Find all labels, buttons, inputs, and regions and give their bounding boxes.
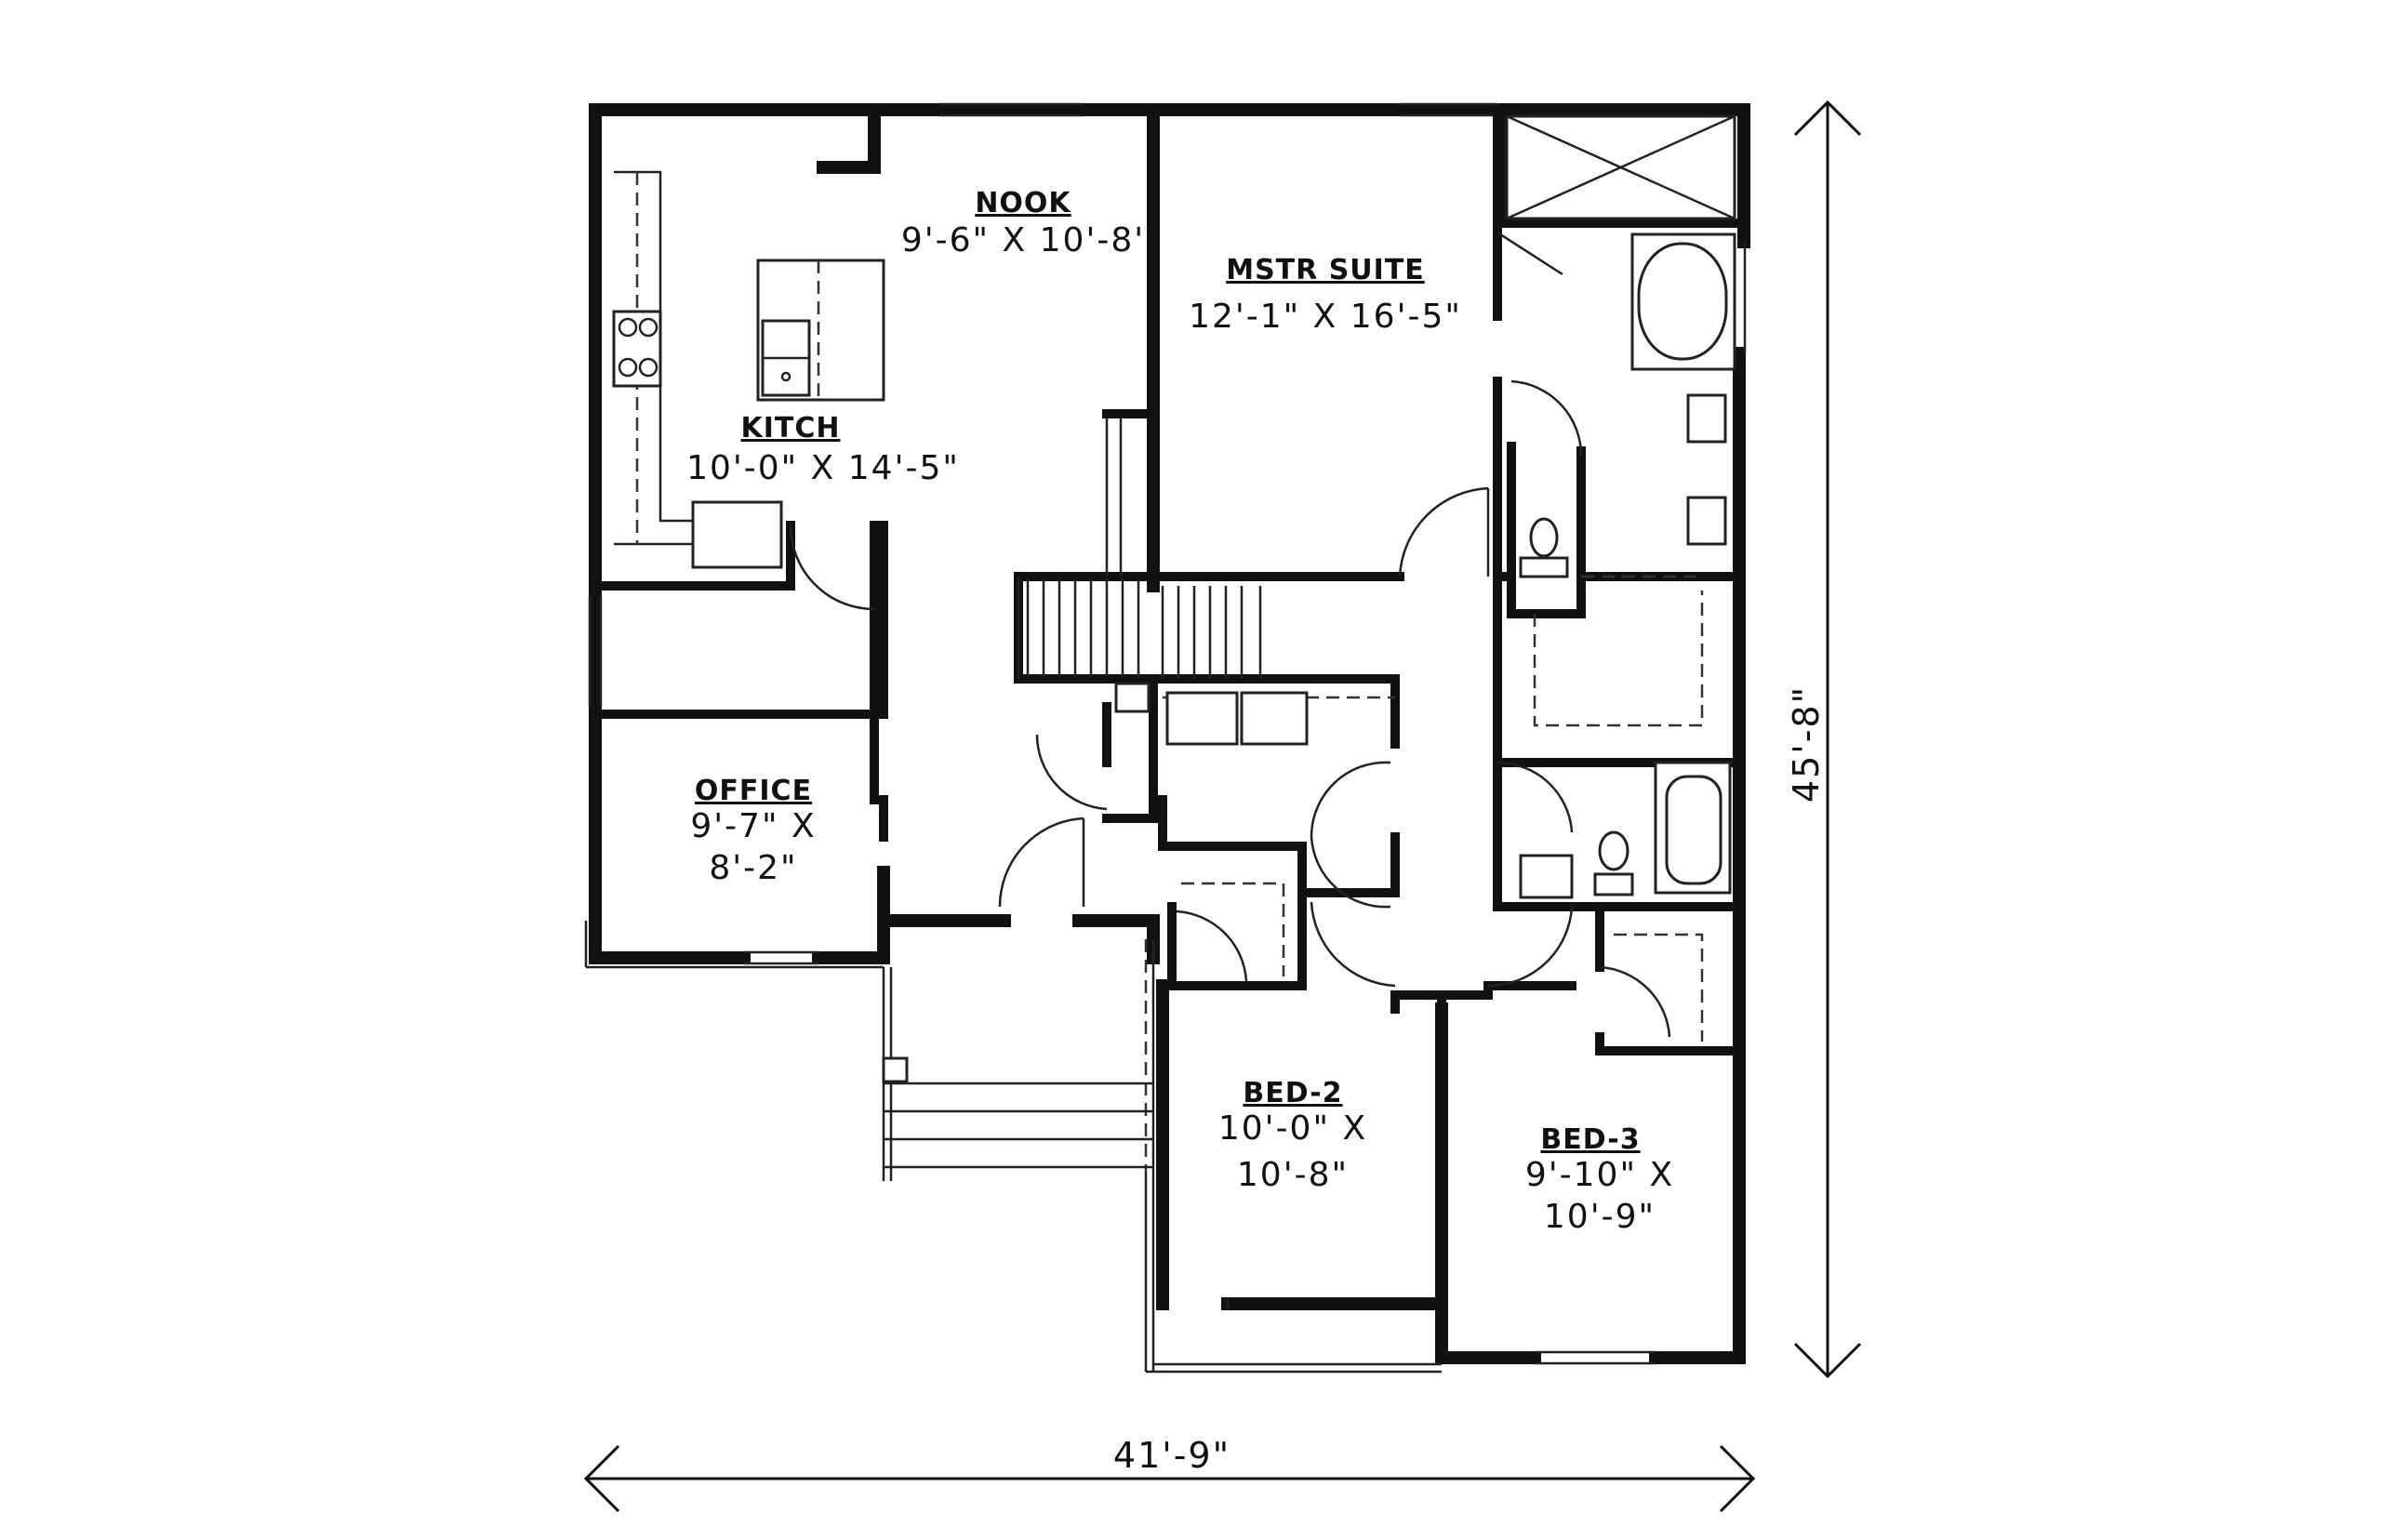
kitchen-size: 10'-0" X 14'-5" [686, 449, 960, 487]
bed-3-size-line2: 10'-9" [1544, 1198, 1656, 1236]
bed-3-label: BED-3 [1540, 1123, 1640, 1156]
office-label: OFFICE [695, 775, 812, 807]
nook-size: 9'-6" X 10'-8' [901, 221, 1145, 259]
width-dimension-label: 41'-9" [1113, 1435, 1230, 1476]
bed-2-label: BED-2 [1243, 1077, 1342, 1109]
bed-3-size-line1: 9'-10" X [1525, 1156, 1674, 1194]
bed-2-size-line2: 10'-8" [1237, 1156, 1349, 1194]
closet-shelves [1114, 575, 1704, 1042]
depth-dimension-label: 45'-8" [1786, 685, 1827, 803]
interior-walls [591, 112, 1744, 1308]
bed-2-size-line1: 10'-0" X [1218, 1109, 1367, 1148]
hall-toilet-icon [1598, 830, 1629, 871]
kitchen-label: KITCH [741, 412, 841, 445]
toilet-tank [1519, 556, 1569, 578]
room-labels: NOOK 9'-6" X 10'-8' MSTR SUITE 12'-1" X … [686, 187, 1674, 1236]
sink-icon-2 [1686, 496, 1727, 546]
exterior-walls [589, 103, 1750, 1364]
pantry-counter [691, 500, 783, 569]
office-size-line2: 8'-2" [709, 849, 797, 887]
stairs [1017, 418, 1262, 679]
bath-fixtures [1505, 114, 1736, 899]
sink-icon-1 [1686, 393, 1727, 444]
dryer [1240, 691, 1309, 746]
water-heater [1114, 682, 1151, 713]
hall-sink [1519, 854, 1574, 899]
porch-post [882, 1056, 909, 1083]
master-suite-size: 12'-1" X 16'-5" [1189, 298, 1462, 336]
washer [1165, 691, 1239, 746]
front-porch [584, 921, 1442, 1374]
depth-dimension: 45'-8" [1786, 100, 1862, 1379]
master-suite-label: MSTR SUITE [1226, 254, 1425, 286]
width-dimension: 41'-9" [583, 1435, 1756, 1513]
door-swings [789, 231, 1671, 1038]
office-size-line1: 9'-7" X [690, 807, 816, 845]
nook-label: NOOK [975, 187, 1071, 219]
kitchen-counters [612, 170, 885, 569]
toilet-icon [1529, 517, 1559, 558]
